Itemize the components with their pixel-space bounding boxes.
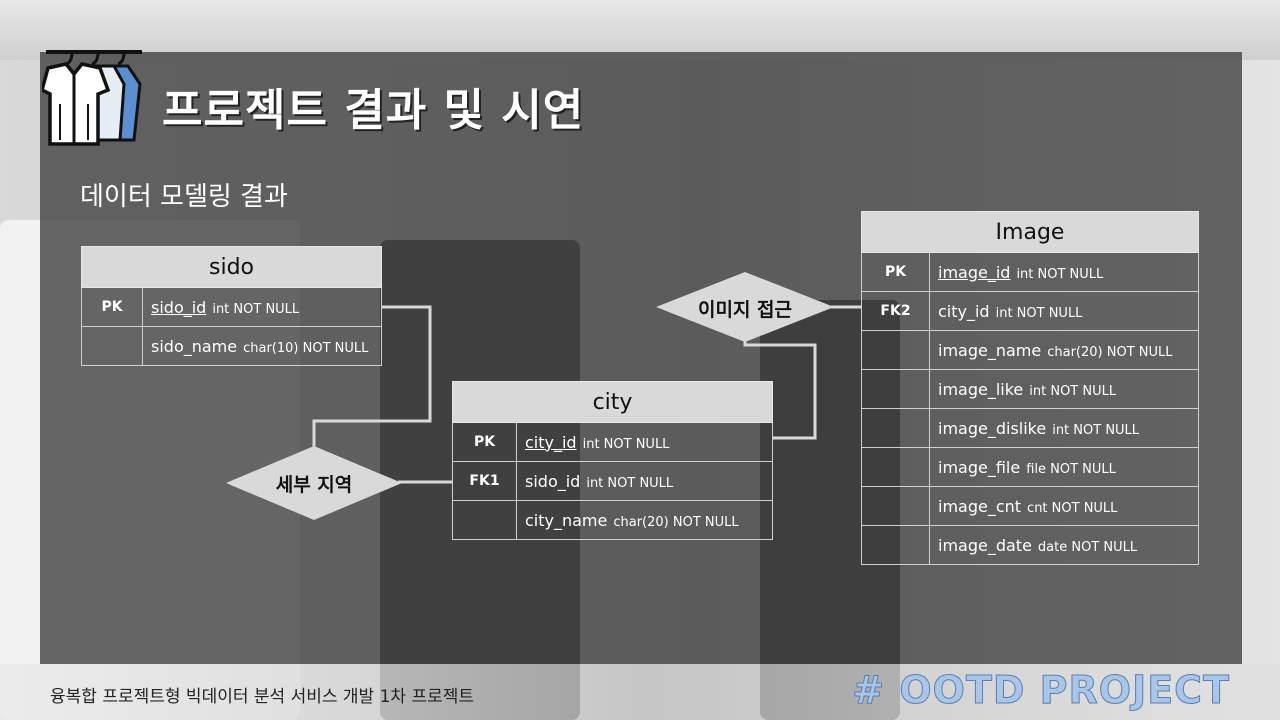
attribute-name: sido_id: [525, 471, 581, 491]
attribute-cell: sido_id int NOT NULL: [516, 461, 773, 501]
page-title: 프로젝트 결과 및 시연: [162, 85, 585, 136]
attribute-name: image_cnt: [938, 496, 1022, 516]
attribute-type: file NOT NULL: [1026, 461, 1116, 477]
relationship-label-image-access: 이미지 접근: [697, 299, 792, 321]
table-row: image_file file NOT NULL: [861, 447, 1199, 487]
connector-city-to-image-access: [743, 336, 817, 440]
key-badge: [861, 525, 930, 565]
table-row: PK city_id int NOT NULL: [452, 422, 773, 462]
attribute-cell: image_dislike int NOT NULL: [929, 408, 1199, 448]
key-badge: PK: [452, 422, 517, 462]
key-badge: FK1: [452, 461, 517, 501]
attribute-cell: image_name char(20) NOT NULL: [929, 330, 1199, 370]
attribute-cell: image_date date NOT NULL: [929, 525, 1199, 565]
attribute-cell: image_like int NOT NULL: [929, 369, 1199, 409]
attribute-type: int NOT NULL: [995, 305, 1083, 321]
table-row: PK sido_id int NOT NULL: [81, 287, 382, 327]
attribute-cell: city_id int NOT NULL: [516, 422, 773, 462]
attribute-name: city_id: [938, 301, 990, 321]
key-badge: FK2: [861, 291, 930, 331]
clothes-hanger-icon: [42, 50, 142, 146]
key-badge: [861, 369, 930, 409]
key-badge: [452, 500, 517, 540]
table-row: image_name char(20) NOT NULL: [861, 330, 1199, 370]
table-row: image_like int NOT NULL: [861, 369, 1199, 409]
entity-header-city: city: [452, 381, 773, 423]
attribute-type: int NOT NULL: [1029, 383, 1117, 399]
key-badge: [861, 330, 930, 370]
attribute-type: int NOT NULL: [1052, 422, 1140, 438]
attribute-type: int NOT NULL: [212, 301, 300, 317]
attribute-name: sido_name: [151, 336, 238, 356]
attribute-name: image_name: [938, 340, 1042, 360]
attribute-name: sido_id: [151, 297, 207, 317]
footer-brand: # OOTD PROJECT: [852, 668, 1230, 713]
key-badge: [861, 447, 930, 487]
attribute-cell: image_file file NOT NULL: [929, 447, 1199, 487]
attribute-type: char(10) NOT NULL: [243, 340, 369, 356]
entity-header-sido: sido: [81, 246, 382, 288]
key-badge: PK: [81, 287, 143, 327]
attribute-cell: image_id int NOT NULL: [929, 252, 1199, 292]
relationship-label-sebu-jiyeok: 세부 지역: [275, 474, 353, 496]
attribute-type: char(20) NOT NULL: [613, 514, 739, 530]
attribute-cell: sido_name char(10) NOT NULL: [142, 326, 382, 366]
attribute-cell: city_name char(20) NOT NULL: [516, 500, 773, 540]
attribute-type: cnt NOT NULL: [1027, 500, 1118, 516]
entity-header-image: Image: [861, 211, 1199, 253]
attribute-name: city_name: [525, 510, 608, 530]
attribute-name: image_file: [938, 457, 1021, 477]
key-badge: PK: [861, 252, 930, 292]
background-rail: [0, 0, 1280, 60]
footer-course-text: 융복합 프로젝트형 빅데이터 분석 서비스 개발 1차 프로젝트: [50, 687, 475, 707]
attribute-name: image_id: [938, 262, 1011, 282]
table-row: image_cnt cnt NOT NULL: [861, 486, 1199, 526]
attribute-name: image_like: [938, 379, 1024, 399]
attribute-type: int NOT NULL: [1016, 266, 1104, 282]
table-row: FK2 city_id int NOT NULL: [861, 291, 1199, 331]
key-badge: [81, 326, 143, 366]
attribute-name: city_id: [525, 432, 577, 452]
table-row: image_dislike int NOT NULL: [861, 408, 1199, 448]
attribute-cell: image_cnt cnt NOT NULL: [929, 486, 1199, 526]
table-row: city_name char(20) NOT NULL: [452, 500, 773, 540]
attribute-cell: city_id int NOT NULL: [929, 291, 1199, 331]
entity-table-sido: sido PK sido_id int NOT NULL sido_name cha…: [81, 246, 382, 366]
table-row: FK1 sido_id int NOT NULL: [452, 461, 773, 501]
table-row: PK image_id int NOT NULL: [861, 252, 1199, 292]
attribute-name: image_dislike: [938, 418, 1047, 438]
attribute-cell: sido_id int NOT NULL: [142, 287, 382, 327]
relationship-diamond-image-access: [656, 272, 834, 342]
attribute-name: image_date: [938, 535, 1032, 555]
relationship-diamond-sebu-jiyeok: [226, 446, 402, 520]
key-badge: [861, 408, 930, 448]
attribute-type: date NOT NULL: [1037, 539, 1138, 555]
connector-sido-to-sebu: [312, 305, 432, 448]
attribute-type: int NOT NULL: [582, 436, 670, 452]
key-badge: [861, 486, 930, 526]
table-row: sido_name char(10) NOT NULL: [81, 326, 382, 366]
attribute-type: int NOT NULL: [586, 475, 674, 491]
section-subtitle: 데이터 모델링 결과: [80, 182, 288, 212]
attribute-type: char(20) NOT NULL: [1047, 344, 1173, 360]
table-row: image_date date NOT NULL: [861, 525, 1199, 565]
footer-bar: [0, 664, 1280, 720]
